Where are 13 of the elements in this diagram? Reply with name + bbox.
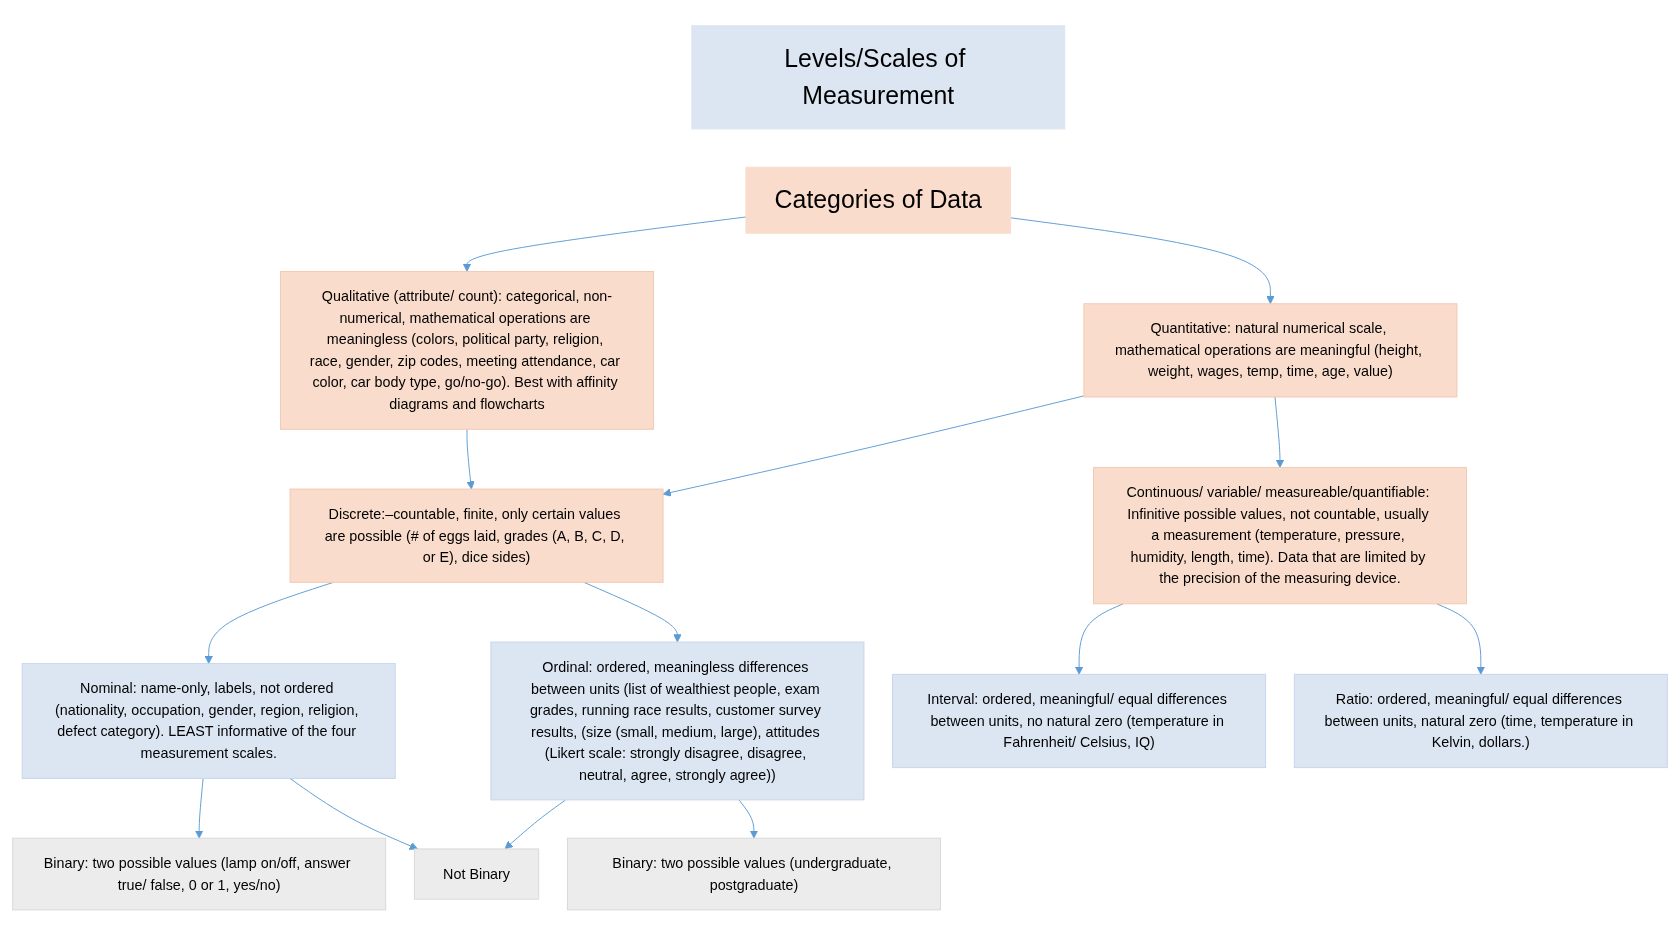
node-box: Interval: ordered, meaningful/ equal differences between units, no natural zero (temperature in Fahrenheit/ Celsius, IQ) xyxy=(892,674,1267,769)
node-box: Levels/Scales of Measurement xyxy=(691,25,1066,130)
node-box: Binary: two possible values (undergraduate, postgraduate) xyxy=(566,837,941,911)
node-box: Continuous/ variable/ measureable/quantifiable: Infinitive possible values, not countable, usually a measurement (temperature, pressure, humidity, length, time). Data that are limited by the precision of the measuring device. xyxy=(1093,467,1467,605)
node-box: Binary: two possible values (lamp on/off, answer true/ false, 0 or 1, yes/no) xyxy=(12,837,387,911)
node-box: Categories of Data xyxy=(745,166,1012,234)
node-box: Not Binary xyxy=(413,848,540,900)
node-box: Qualitative (attribute/ count): categorical, non-numerical, mathematical operations are meaningless (colors, political party, religion, race, gender, zip codes, meeting attendance, car color, car body type, go/no-go). Best with affinity diagrams and flowcharts xyxy=(280,271,654,430)
node-box: Ordinal: ordered, meaningless differences between units (list of wealthiest people, exam grades, running race results, customer survey results, (size (small, medium, large), attitudes (Likert scale: strongly disagree, disagree, neutral, agree, strongly agree)) xyxy=(490,641,865,801)
node-box: Discrete:–countable, finite, only certain values are possible (# of eggs laid, grades (A, B, C, D, or E), dice sides) xyxy=(289,488,664,583)
node-box: Quantitative: natural numerical scale, mathematical operations are meaningful (height, weight, wages, temp, time, age, value) xyxy=(1083,303,1458,398)
node-box: Nominal: name-only, labels, not ordered (nationality, occupation, gender, region, religion, defect category). LEAST informative of the four measurement scales. xyxy=(21,663,396,780)
node-box: Ratio: ordered, meaningful/ equal differences between units, natural zero (time, temperature in Kelvin, dollars.) xyxy=(1293,674,1668,769)
